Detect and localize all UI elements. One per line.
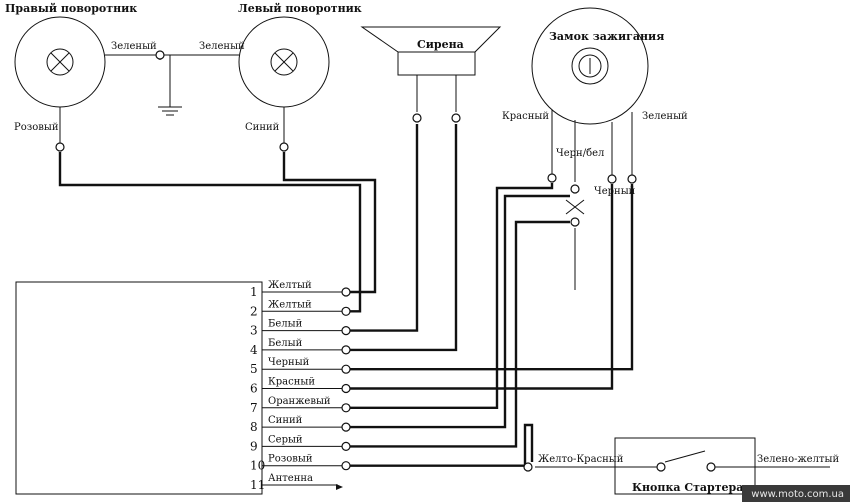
ignition-terminal-bw bbox=[570, 184, 580, 194]
pin-color-label-10: Розовый bbox=[268, 454, 313, 465]
pin-color-label-1: Желтый bbox=[268, 280, 312, 291]
trace-pin6-ignition-black bbox=[350, 184, 614, 390]
pin-number-2: 2 bbox=[250, 304, 258, 318]
pin-color-label-7: Оранжевый bbox=[268, 396, 331, 407]
ignition-blackwhite-label: Черн/бел bbox=[556, 148, 604, 159]
pin-color-label-8: Синий bbox=[268, 415, 303, 426]
pin-terminal-7 bbox=[341, 403, 351, 413]
ignition-terminal-black bbox=[607, 174, 617, 184]
pin-color-label-6: Красный bbox=[268, 377, 315, 388]
pin-color-label-11: Антенна bbox=[268, 473, 313, 484]
left-turn-title: Левый поворотник bbox=[238, 2, 362, 15]
starter-left-label: Желто-Красный bbox=[538, 454, 624, 465]
pin-terminal-8 bbox=[341, 422, 351, 432]
right-turn-wire-label: Розовый bbox=[14, 122, 59, 133]
pin-number-4: 4 bbox=[250, 343, 258, 357]
pin-terminal-1 bbox=[341, 287, 351, 297]
green-junction-terminal bbox=[155, 50, 165, 60]
pin-number-6: 6 bbox=[250, 382, 258, 396]
pin-color-label-5: Черный bbox=[268, 357, 310, 368]
pin-terminal-2 bbox=[341, 306, 351, 316]
pin-number-7: 7 bbox=[250, 401, 258, 415]
ignition-red-label: Красный bbox=[502, 111, 549, 122]
pin-color-label-4: Белый bbox=[268, 338, 303, 349]
pin-terminal-3 bbox=[341, 326, 351, 336]
trace-pin2-right-turn bbox=[58, 152, 362, 313]
pin-number-9: 9 bbox=[250, 439, 258, 453]
siren-terminal-2 bbox=[451, 113, 461, 123]
trace-pin7-ignition-red bbox=[350, 183, 554, 409]
ignition-title: Замок зажигания bbox=[549, 30, 664, 43]
left-turn-wire-label: Синий bbox=[245, 122, 280, 133]
pin-number-10: 10 bbox=[250, 459, 265, 473]
starter-right-label: Зелено-желтый bbox=[757, 454, 839, 465]
ignition-black-label: Черный bbox=[594, 186, 636, 197]
watermark-bar bbox=[742, 485, 850, 502]
pin-color-label-9: Серый bbox=[268, 434, 303, 445]
control-unit bbox=[15, 281, 263, 495]
pin-number-11: 11 bbox=[250, 478, 265, 492]
trace-pin8-ignition-bw bbox=[350, 194, 570, 429]
pin-number-1: 1 bbox=[250, 285, 258, 299]
starter-terminal-out bbox=[706, 462, 716, 472]
pin-number-3: 3 bbox=[250, 324, 258, 338]
ignition-terminal-red bbox=[547, 173, 557, 183]
right-turn-bulb-icon bbox=[46, 48, 74, 76]
trace-pin10-starter bbox=[350, 423, 534, 467]
left-turn-terminal bbox=[279, 142, 289, 152]
left-turn-bulb-icon bbox=[270, 48, 298, 76]
trace-pin9-ignition bbox=[350, 220, 570, 448]
pin-terminal-4 bbox=[341, 345, 351, 355]
trace-pin3-siren bbox=[350, 124, 419, 332]
pin-number-5: 5 bbox=[250, 362, 258, 376]
pin-terminal-6 bbox=[341, 383, 351, 394]
siren-terminal-1 bbox=[412, 113, 422, 123]
trace-pin1-left-turn bbox=[282, 152, 377, 294]
trace-pin5-ignition-green bbox=[350, 184, 634, 371]
pin-color-label-3: Белый bbox=[268, 319, 303, 330]
right-turn-terminal bbox=[55, 142, 65, 152]
pin-terminal-9 bbox=[341, 441, 351, 451]
pin-color-label-2: Желтый bbox=[268, 299, 312, 310]
starter-button-box bbox=[614, 437, 756, 495]
antenna-arrow-icon bbox=[336, 484, 343, 490]
starter-title: Кнопка Стартера bbox=[632, 481, 743, 494]
starter-terminal-left bbox=[523, 462, 533, 472]
ignition-green-label: Зеленый bbox=[642, 111, 688, 122]
siren-horn bbox=[360, 26, 502, 76]
siren-title: Сирена bbox=[417, 38, 464, 51]
ignition-switch bbox=[531, 7, 649, 125]
watermark: www.moto.com.ua bbox=[751, 489, 844, 500]
ignition-terminal-lower bbox=[570, 217, 580, 227]
pin-number-8: 8 bbox=[250, 420, 258, 434]
green-wire-label-right: Зеленый bbox=[199, 41, 245, 52]
trace-pin4-siren bbox=[350, 124, 458, 352]
ignition-terminal-green bbox=[627, 174, 637, 184]
starter-terminal-in bbox=[656, 462, 666, 472]
pin-terminal-10 bbox=[341, 461, 351, 471]
green-wire-label-left: Зеленый bbox=[111, 41, 157, 52]
right-turn-title: Правый поворотник bbox=[5, 2, 137, 15]
pin-terminal-5 bbox=[341, 364, 351, 374]
